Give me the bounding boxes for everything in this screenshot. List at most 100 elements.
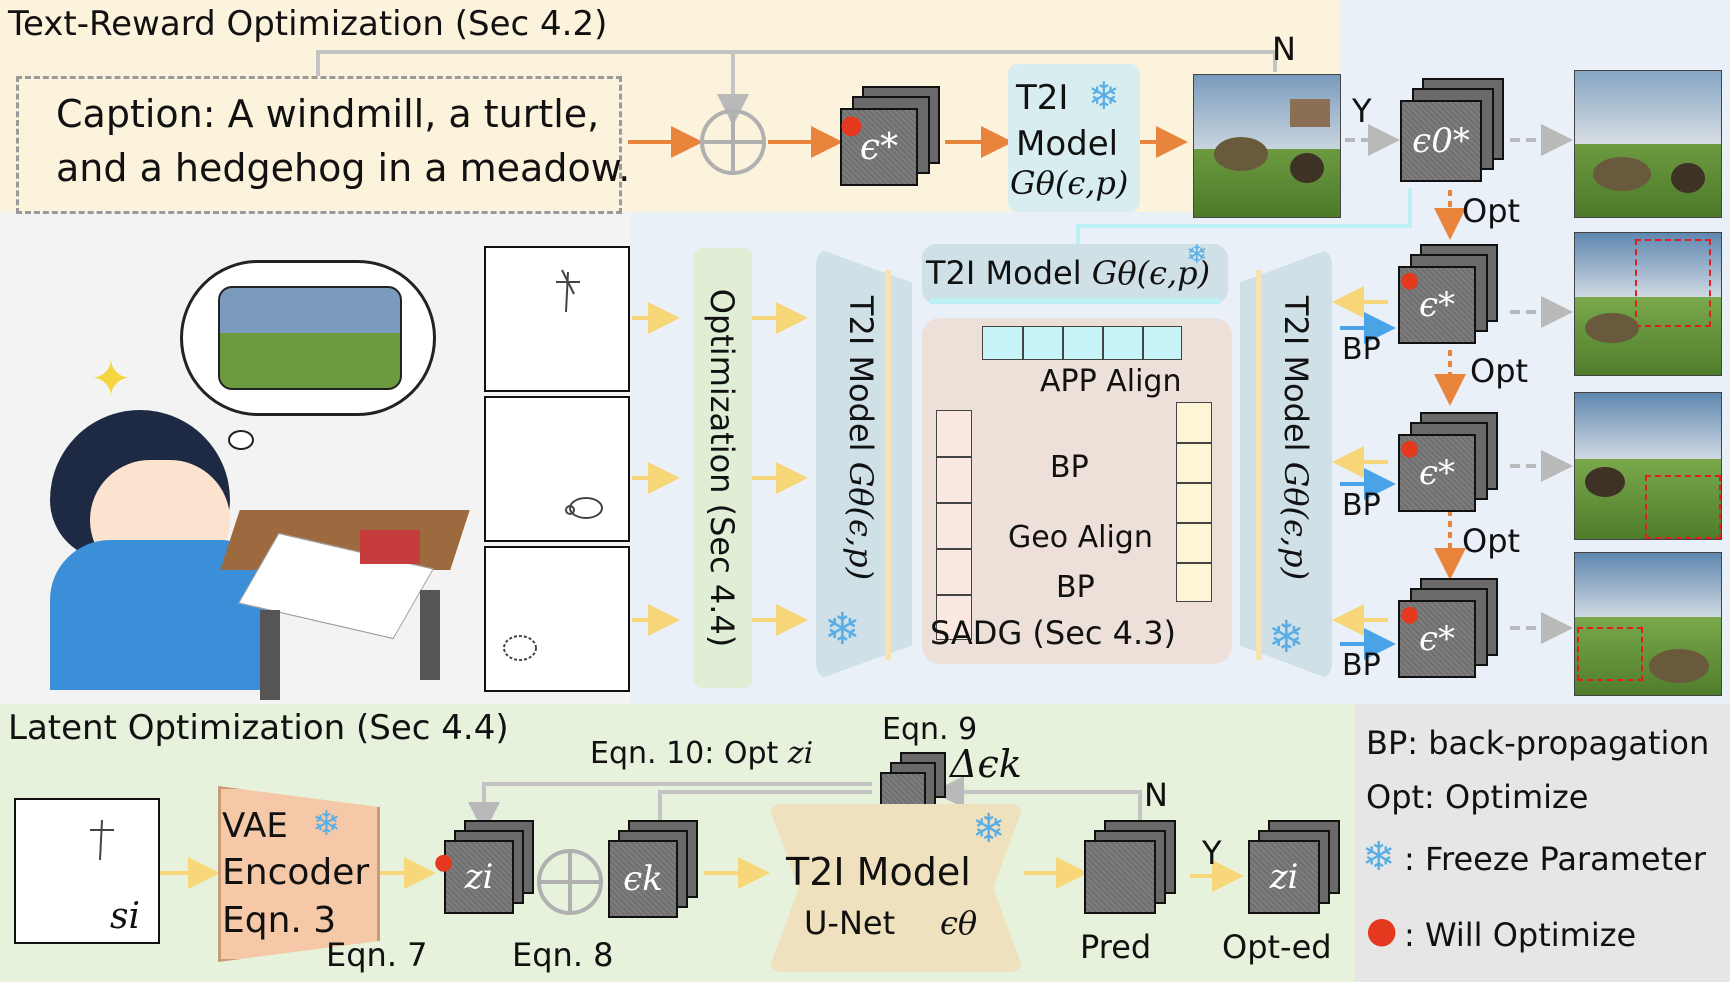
legend-freeze: : Freeze Parameter bbox=[1404, 840, 1706, 878]
top-n-label: N bbox=[1272, 30, 1296, 68]
sadg-label: SADG (Sec 4.3) bbox=[930, 614, 1177, 652]
eps0-star-label: ϵ0* bbox=[1412, 121, 1470, 161]
t2i-model-right-stripe bbox=[1256, 270, 1262, 660]
t2i-model-left-text: T2I Model bbox=[842, 295, 880, 452]
t2i-model-middle-underline bbox=[930, 298, 1220, 304]
opted-stack: zi bbox=[1248, 840, 1320, 914]
t2i-model-top-box bbox=[1008, 64, 1140, 212]
flame-icon: ● bbox=[840, 110, 863, 140]
opted-zi-label: zi bbox=[1269, 857, 1299, 897]
snowflake-icon: ❄ bbox=[1186, 240, 1208, 270]
opt-label-3: Opt bbox=[1462, 522, 1521, 560]
eps0-star: ϵ0* bbox=[1400, 100, 1482, 182]
opt-label-1: Opt bbox=[1462, 192, 1521, 230]
flame-icon: ● bbox=[434, 850, 454, 875]
legend-opt: Opt: Optimize bbox=[1366, 778, 1589, 816]
geo-cube-right bbox=[1176, 402, 1212, 602]
t2i-model-left-label: T2I Model Gθ(ϵ,p) bbox=[840, 263, 880, 613]
optimization-box bbox=[694, 248, 752, 688]
sketch-windmill bbox=[484, 246, 630, 392]
unet-box bbox=[768, 804, 1024, 972]
eps-star-r3: ϵ* bbox=[1398, 600, 1476, 678]
bp-label-r2: BP bbox=[1342, 488, 1381, 523]
latent-optimization-title: Latent Optimization (Sec 4.4) bbox=[8, 708, 509, 748]
optimization-label: Optimization (Sec 4.4) bbox=[703, 288, 741, 648]
flame-icon: ● bbox=[1400, 268, 1420, 293]
epsk-label: ϵk bbox=[623, 859, 663, 899]
eps-star-r1-label: ϵ* bbox=[1418, 285, 1456, 325]
bottom-n-label: N bbox=[1144, 776, 1168, 814]
eqn7-label: Eqn. 7 bbox=[326, 936, 428, 974]
t2i-model-middle-header bbox=[922, 244, 1228, 304]
geo-align-label: Geo Align bbox=[1008, 520, 1153, 555]
g-theta-top: Gθ(ϵ,p) bbox=[1010, 164, 1129, 202]
caption-box bbox=[16, 76, 622, 214]
text-reward-title: Text-Reward Optimization (Sec 4.2) bbox=[8, 4, 608, 44]
s-i-label: si bbox=[110, 896, 140, 937]
eps-star-r3-label: ϵ* bbox=[1418, 619, 1456, 659]
result-image-4 bbox=[1574, 552, 1722, 696]
snowflake-icon: ❄ bbox=[1268, 612, 1305, 663]
flame-icon: ● bbox=[1400, 602, 1420, 627]
eps-star-r2: ϵ* bbox=[1398, 434, 1476, 512]
caption-line-2: and a hedgehog in a meadow. bbox=[56, 146, 631, 190]
snowflake-icon: ❄ bbox=[972, 806, 1006, 852]
bp-label-geo: BP bbox=[1056, 570, 1095, 605]
app-cube-row bbox=[982, 326, 1182, 360]
t2i-model-right-g: Gθ(ϵ,p) bbox=[1277, 461, 1315, 581]
eps-star-r2-label: ϵ* bbox=[1418, 453, 1456, 493]
snowflake-icon: ❄ bbox=[1362, 834, 1396, 880]
result-image-3 bbox=[1574, 392, 1722, 540]
zi-stack: zi bbox=[444, 840, 514, 914]
bp-label-r3: BP bbox=[1342, 648, 1381, 683]
eqn10-zi: zi bbox=[787, 736, 814, 771]
eps-star-r1: ϵ* bbox=[1398, 266, 1476, 344]
t2i-model-middle-text: T2I Model bbox=[926, 254, 1082, 292]
vae-label-2: Encoder bbox=[222, 852, 370, 893]
t2i-label-top: T2I bbox=[1016, 78, 1069, 118]
eqn10-text: Eqn. 10: Opt bbox=[590, 736, 779, 771]
epsk-stack: ϵk bbox=[608, 840, 678, 918]
caption-line-1: Caption: A windmill, a turtle, bbox=[56, 92, 600, 136]
snowflake-icon: ❄ bbox=[1088, 74, 1120, 118]
snowflake-icon: ❄ bbox=[824, 604, 861, 655]
t2i-model-left-g: Gθ(ϵ,p) bbox=[842, 461, 880, 581]
vae-encoder-box bbox=[218, 786, 380, 962]
top-y-label: Y bbox=[1352, 92, 1372, 130]
geo-cube-left bbox=[936, 410, 972, 640]
eqn10-label: Eqn. 10: Opt zi bbox=[590, 736, 813, 771]
eqn8-label: Eqn. 8 bbox=[512, 936, 614, 974]
opted-label: Opt-ed bbox=[1222, 928, 1332, 966]
sketch-hedgehog bbox=[484, 546, 630, 692]
legend-optimize: : Will Optimize bbox=[1404, 916, 1637, 954]
sketch-turtle bbox=[484, 396, 630, 542]
delta-eps-k-label: Δϵk bbox=[950, 742, 1022, 786]
opt-label-2: Opt bbox=[1470, 352, 1529, 390]
pred-stack bbox=[1084, 840, 1156, 914]
vae-label-3: Eqn. 3 bbox=[222, 900, 337, 941]
bp-label-app: BP bbox=[1050, 450, 1089, 485]
eps-star-top-label: ϵ* bbox=[859, 126, 899, 168]
app-align-label: APP Align bbox=[1040, 364, 1182, 399]
eps-theta-label: ϵθ bbox=[940, 904, 978, 942]
vae-label-1: VAE bbox=[222, 806, 288, 846]
t2i-model-middle-g: Gθ(ϵ,p) bbox=[1091, 254, 1211, 292]
legend-bp: BP: back-propagation bbox=[1366, 724, 1710, 762]
flame-icon: ● bbox=[1366, 910, 1398, 951]
bottom-y-label: Y bbox=[1202, 834, 1222, 872]
result-image-1 bbox=[1574, 70, 1722, 218]
sketch-input-si bbox=[14, 798, 160, 944]
t2i-model-left-stripe bbox=[885, 270, 891, 660]
eps-star-top: ϵ* bbox=[840, 108, 918, 186]
pred-label: Pred bbox=[1080, 928, 1152, 966]
t2i-model-right-label: T2I Model Gθ(ϵ,p) bbox=[1275, 263, 1315, 613]
zi-label: zi bbox=[464, 857, 494, 897]
legend-panel bbox=[1355, 704, 1730, 982]
flame-icon: ● bbox=[1400, 436, 1420, 461]
unet-label: U-Net bbox=[804, 904, 896, 942]
result-image-2 bbox=[1574, 232, 1722, 376]
t2i-bottom-label: T2I Model bbox=[786, 850, 971, 894]
bp-label-r1: BP bbox=[1342, 332, 1381, 367]
snowflake-icon: ❄ bbox=[312, 804, 341, 844]
